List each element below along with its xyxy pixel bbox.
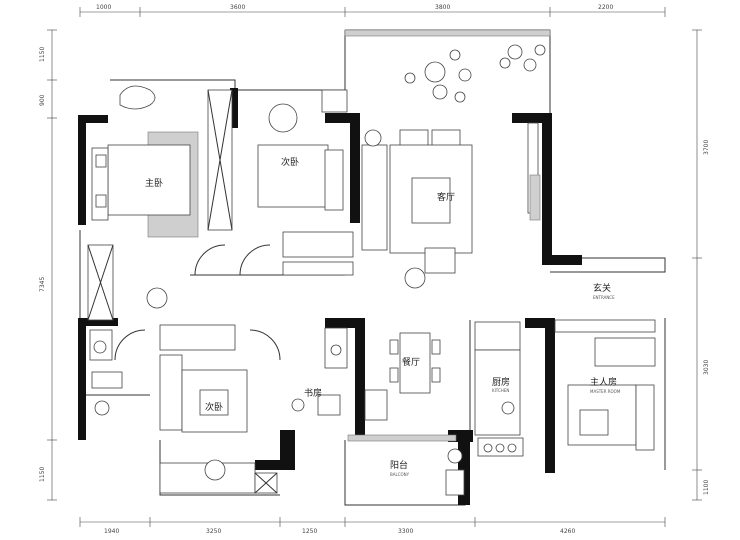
dim-bottom-1: 1940 <box>104 528 119 535</box>
label-bedroom-top-left: 主卧 <box>145 177 163 189</box>
bedroom-top-middle-furniture <box>239 89 354 276</box>
label-master: 主人房 <box>590 376 617 388</box>
kitchen-furniture <box>474 321 524 457</box>
dim-top-2: 3600 <box>230 4 245 11</box>
dim-left-1: 1150 <box>39 47 46 62</box>
dim-right-2: 3030 <box>703 360 710 375</box>
living-room-furniture <box>361 122 541 289</box>
bedroom-bottom-left-furniture <box>159 324 281 494</box>
dining-furniture <box>324 327 441 421</box>
dim-bottom-5: 4260 <box>560 528 575 535</box>
label-master-sub: MASTER ROOM <box>590 389 621 394</box>
black-walls <box>78 88 582 505</box>
dim-right-1: 3700 <box>703 140 710 155</box>
dim-left-3: 7345 <box>39 277 46 292</box>
master-room-furniture <box>554 319 656 451</box>
study-furniture <box>291 394 341 416</box>
balcony-bottom-furniture <box>347 434 465 496</box>
label-bedroom-bottom-left: 次卧 <box>205 401 223 413</box>
label-balcony-sub: BALCONY <box>390 472 410 477</box>
balcony-plants <box>344 29 551 103</box>
dim-left-4: 1150 <box>39 467 46 482</box>
label-kitchen-sub: KITCHEN <box>492 388 509 393</box>
dim-top-3: 3800 <box>435 4 450 11</box>
label-entrance-sub: ENTRANCE <box>593 295 615 300</box>
dim-bottom-4: 3300 <box>398 528 413 535</box>
label-study: 书房 <box>304 387 322 399</box>
dim-top-1: 1000 <box>96 4 111 11</box>
label-bedroom-top-middle: 次卧 <box>281 156 299 168</box>
dim-top-4: 2200 <box>598 4 613 11</box>
dim-bottom-3: 1250 <box>302 528 317 535</box>
label-kitchen: 厨房 <box>492 376 510 388</box>
dim-bottom-2: 3250 <box>206 528 221 535</box>
label-balcony: 阳台 <box>390 459 408 471</box>
label-dining: 餐厅 <box>402 356 420 368</box>
dim-left-2: 900 <box>39 94 46 106</box>
dimension-lines <box>47 7 702 527</box>
label-entrance: 玄关 <box>593 282 611 294</box>
label-living: 客厅 <box>437 191 455 203</box>
dim-right-3: 1100 <box>703 480 710 495</box>
bathroom-left-furniture <box>86 287 168 416</box>
bedroom-top-left-furniture <box>87 85 233 321</box>
